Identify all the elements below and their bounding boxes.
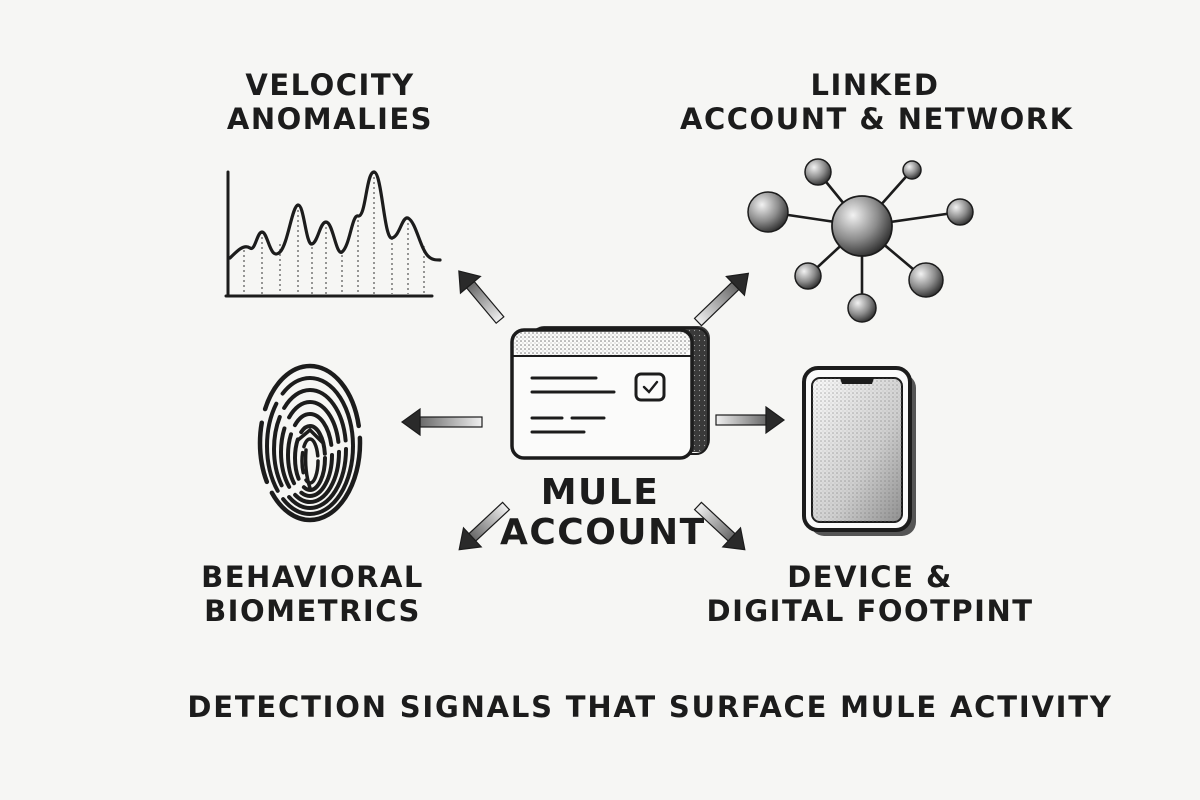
device-label-line-2: DIGITAL FOOTPINT [706,594,1034,629]
arrow-to-network [693,272,750,327]
linked-account-network-label: LINKED ACCOUNT & NETWORK [680,68,1074,137]
network-graph-icon [747,158,974,323]
arrow-to-biometrics-top [400,407,483,437]
device-label-line-1: DEVICE & [787,560,953,594]
mule-account-label: MULE ACCOUNT [500,472,706,554]
mule-account-line-2: ACCOUNT [500,512,706,554]
arrow-to-device-top [715,405,786,435]
diagram-caption: DETECTION SIGNALS THAT SURFACE MULE ACTI… [187,690,1113,724]
line-chart-icon [224,170,442,298]
linked-label-line-1: LINKED [810,68,940,102]
velocity-anomalies-label: VELOCITY ANOMALIES [200,68,460,136]
arrow-to-velocity [458,270,505,325]
arrow-to-biometrics [458,501,511,551]
arrow-to-device [693,501,746,551]
device-digital-footprint-label: DEVICE & DIGITAL FOOTPINT [700,560,1040,628]
linked-label-line-2: ACCOUNT & NETWORK [680,102,1074,137]
smartphone-icon [802,366,916,536]
behavioral-biometrics-label: BEHAVIORAL BIOMETRICS [180,560,445,628]
velocity-label-line-1: VELOCITY [245,68,415,102]
mule-account-line-1: MULE [540,472,660,513]
fingerprint-icon [257,363,363,523]
bank-card-icon [510,326,710,460]
velocity-label-line-2: ANOMALIES [226,102,434,137]
behavioral-label-line-2: BIOMETRICS [204,594,421,629]
behavioral-label-line-1: BEHAVIORAL [201,560,424,594]
